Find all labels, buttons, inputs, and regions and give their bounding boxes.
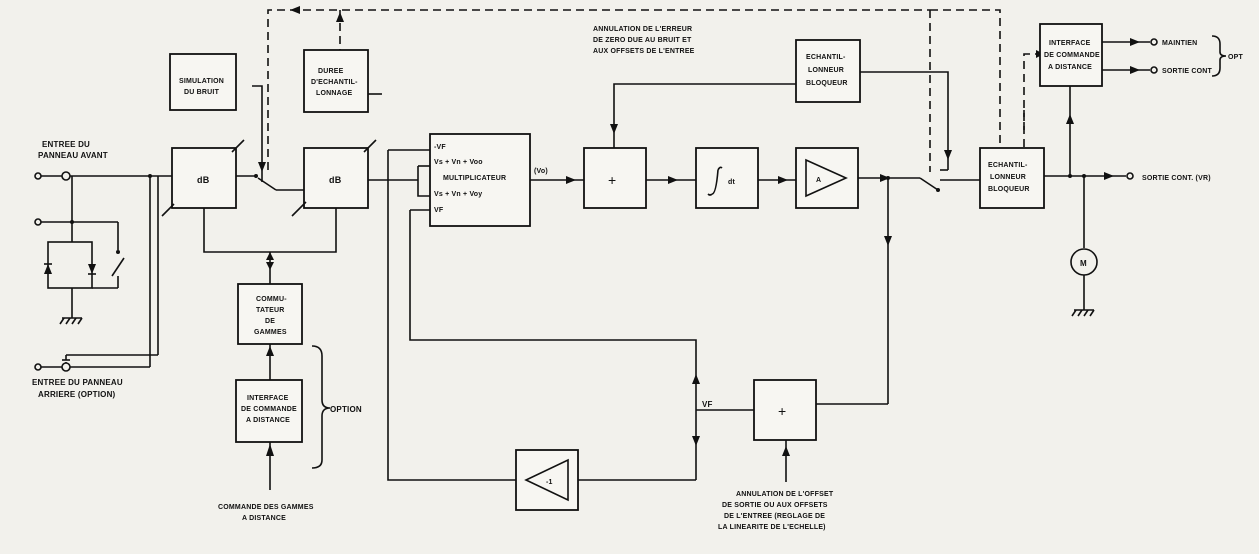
- sample-hold-main-label-3: BLOQUEUR: [988, 186, 1030, 193]
- multiplier-output-label: (Vo): [534, 168, 548, 175]
- sampling-duration-label-1: DUREE: [318, 68, 344, 75]
- summing-block-top-box: [583, 147, 647, 209]
- multiplier-label-4: Vs + Vn + Voy: [434, 191, 482, 198]
- remote-interface-right-label-3: A DISTANCE: [1048, 64, 1092, 71]
- sample-hold-top-label-1: ECHANTIL-: [806, 54, 846, 61]
- inverter-label: -1: [546, 479, 553, 486]
- hold-label: MAINTIEN: [1162, 40, 1197, 47]
- multiplier-label-2: Vs + Vn + Voo: [434, 159, 483, 166]
- noise-simulation-label-1: SIMULATION: [179, 78, 224, 85]
- attenuator-1-label: dB: [197, 175, 210, 185]
- sample-hold-top-label-2: LONNEUR: [808, 67, 844, 74]
- offset-annul-label-4: LA LINEARITE DE L'ECHELLE): [718, 524, 826, 531]
- multiplier-label-3: MULTIPLICATEUR: [443, 175, 506, 182]
- sampling-duration-label-3: LONNAGE: [316, 90, 353, 97]
- option-right-label: OPT: [1228, 54, 1244, 61]
- remote-interface-left-label-3: A DISTANCE: [246, 417, 290, 424]
- zero-error-annul-label-1: ANNULATION DE L'ERREUR: [593, 26, 692, 33]
- summing-block-bottom-label: +: [778, 403, 786, 419]
- sample-hold-top-box: [795, 39, 861, 103]
- output-vr-label: SORTIE CONT. (VR): [1142, 175, 1211, 182]
- summing-block-bottom-box: [753, 379, 817, 441]
- remote-interface-right-label-1: INTERFACE: [1049, 40, 1091, 47]
- input-front-label-1: ENTREE DU: [42, 140, 90, 149]
- integrator-box: [695, 147, 759, 209]
- zero-error-annul-label-3: AUX OFFSETS DE L'ENTREE: [593, 48, 695, 55]
- sampling-duration-label-2: D'ECHANTIL-: [311, 79, 358, 86]
- range-switch-label-1: COMMU-: [256, 296, 287, 303]
- summing-block-top-label: +: [608, 172, 616, 188]
- option-left-label: OPTION: [330, 405, 362, 414]
- integrator-label: dt: [728, 179, 735, 186]
- range-switch-label-3: DE: [265, 318, 275, 325]
- remote-range-command-label-2: A DISTANCE: [242, 515, 286, 522]
- input-rear-label-1: ENTREE DU PANNEAU: [32, 378, 123, 387]
- remote-range-command-label-1: COMMANDE DES GAMMES: [218, 504, 314, 511]
- remote-interface-right-label-2: DE COMMANDE: [1044, 52, 1100, 59]
- sample-hold-main-box: [979, 147, 1045, 209]
- range-switch-box: [237, 283, 303, 345]
- sample-hold-main-label-1: ECHANTIL-: [988, 162, 1028, 169]
- offset-annul-label-2: DE SORTIE OU AUX OFFSETS: [722, 502, 828, 509]
- attenuator-2-box: [303, 147, 369, 209]
- noise-simulation-label-2: DU BRUIT: [184, 89, 220, 96]
- noise-simulation-box: [169, 53, 237, 111]
- zero-error-annul-label-2: DE ZERO DUE AU BRUIT ET: [593, 37, 692, 44]
- amplifier-label: A: [816, 177, 821, 184]
- input-front-label-2: PANNEAU AVANT: [38, 151, 108, 160]
- attenuator-2-label: dB: [329, 175, 342, 185]
- remote-interface-left-label-2: DE COMMANDE: [241, 406, 297, 413]
- sample-hold-main-label-2: LONNEUR: [990, 174, 1026, 181]
- remote-interface-right-box: [1039, 23, 1103, 87]
- multiplier-label-1: -VF: [434, 144, 446, 151]
- sampling-duration-box: [303, 49, 369, 113]
- cont-output-label: SORTIE CONT: [1162, 68, 1213, 75]
- remote-interface-left-label-1: INTERFACE: [247, 395, 289, 402]
- multiplier-label-5: VF: [434, 207, 444, 214]
- input-network: [34, 171, 172, 372]
- offset-annul-label-3: DE L'ENTREE (REGLAGE DE: [724, 513, 825, 520]
- meter-label: M: [1080, 259, 1087, 268]
- sample-hold-top-label-3: BLOQUEUR: [806, 80, 848, 87]
- offset-annul-label-1: ANNULATION DE L'OFFSET: [736, 491, 834, 498]
- range-switch-label-4: GAMMES: [254, 329, 287, 336]
- range-switch-label-2: TATEUR: [256, 307, 285, 314]
- multiplier-box: [429, 133, 531, 227]
- feedback-vf-label: VF: [702, 400, 713, 409]
- remote-interface-left-box: [235, 379, 303, 443]
- input-rear-label-2: ARRIERE (OPTION): [38, 390, 116, 399]
